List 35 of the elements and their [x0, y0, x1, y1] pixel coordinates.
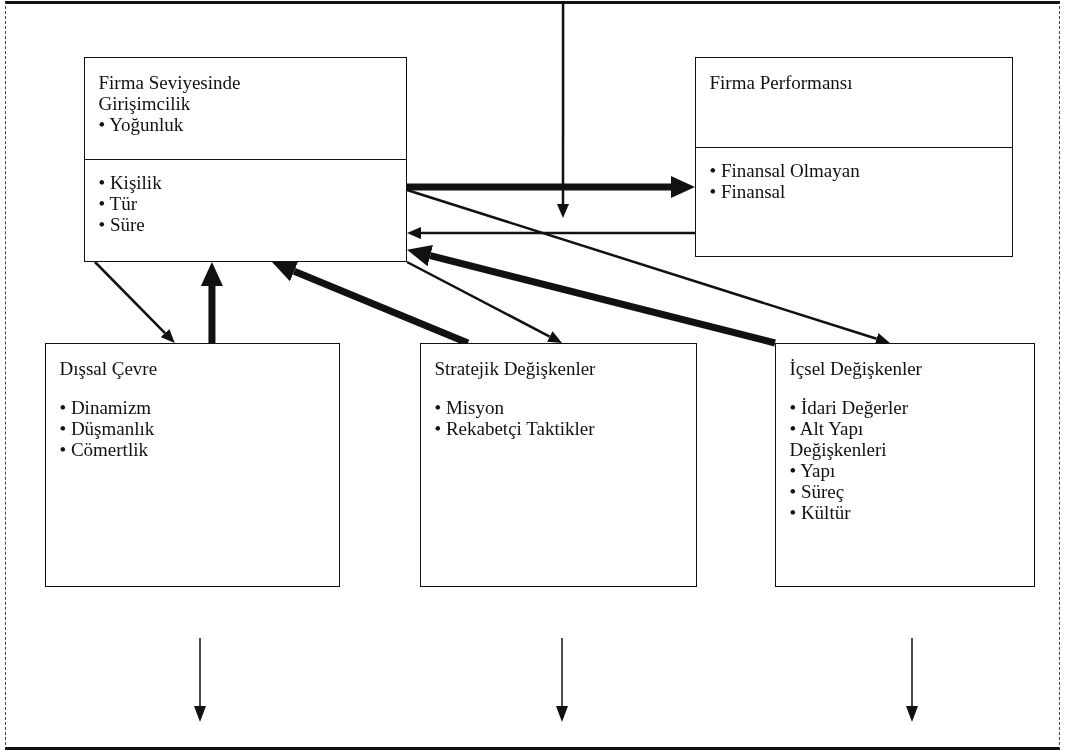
bullet-item: • Yoğunluk — [98, 114, 185, 135]
concept-box — [419, 343, 697, 587]
concept-box — [774, 343, 1035, 587]
bullet-item: • Tür — [98, 193, 138, 214]
arrow — [407, 244, 776, 347]
concept-box — [694, 57, 1013, 257]
arrow — [406, 260, 563, 343]
concept-box — [44, 343, 340, 587]
box-title: Dışsal Çevre — [59, 358, 159, 379]
arrow — [407, 176, 695, 198]
arrow — [94, 261, 175, 343]
bullet-item: • Düşmanlık — [59, 418, 156, 439]
bullet-item: • Süre — [98, 214, 146, 235]
box-title: Firma Performansı — [709, 72, 854, 93]
diagram-frame — [5, 1, 1060, 750]
arrow — [407, 227, 695, 240]
bullet-item: • Rekabetçi Taktikler — [434, 418, 596, 439]
box-title: Stratejik Değişkenler — [434, 358, 597, 379]
bullet-item: • Cömertlik — [59, 439, 149, 460]
arrow — [557, 1, 569, 218]
bullet-item: • Misyon — [434, 397, 505, 418]
box-title: İçsel Değişkenler — [789, 358, 923, 379]
bullet-item: • Alt Yapı Değişkenleri — [789, 418, 888, 460]
bullet-item: • Kültür — [789, 502, 852, 523]
arrow — [406, 188, 890, 345]
arrow — [200, 262, 223, 343]
bullet-item: • Finansal Olmayan — [709, 160, 861, 181]
bullet-item: • Finansal — [709, 181, 787, 202]
bullet-item: • Kişilik — [98, 172, 163, 193]
bullet-item: • Dinamizm — [59, 397, 153, 418]
bullet-item: • İdari Değerler — [789, 397, 909, 418]
concept-box — [83, 57, 407, 262]
bullet-item: • Süreç — [789, 481, 846, 502]
box-title: Firma Seviyesinde Girişimcilik — [98, 72, 242, 114]
bullet-item: • Yapı — [789, 460, 837, 481]
